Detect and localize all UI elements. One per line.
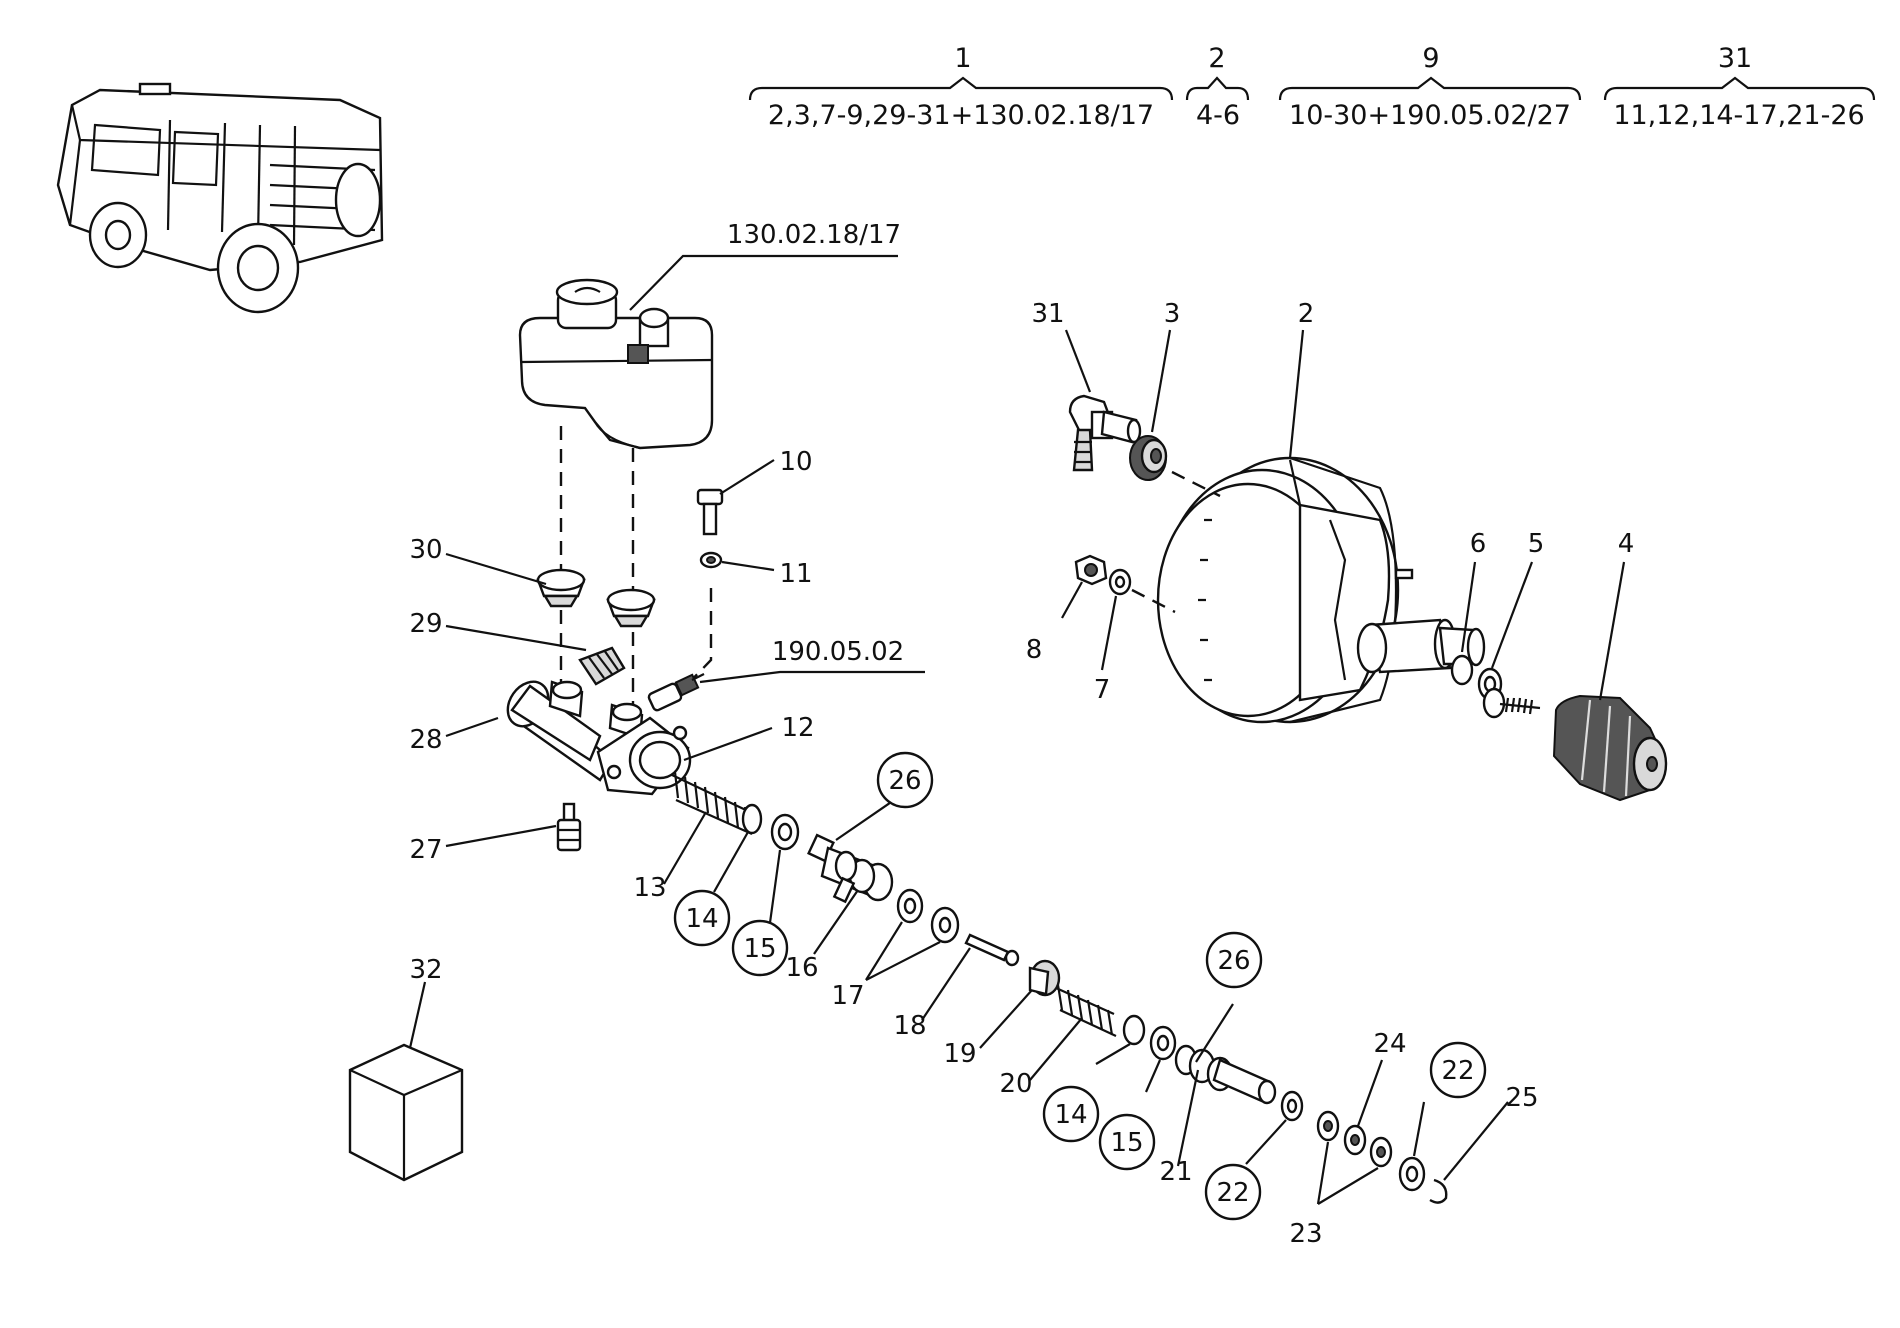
callout-19: 19	[943, 1039, 976, 1069]
circled-callout-22b: 22	[1441, 1056, 1474, 1086]
header-group-1: 1 2,3,7-9,29-31+130.02.18/17	[748, 43, 1174, 131]
brake-fluid-reservoir	[518, 278, 714, 450]
callout-20: 20	[999, 1069, 1032, 1099]
nut-8	[1074, 554, 1108, 586]
callout-25: 25	[1505, 1083, 1538, 1113]
bolt-10	[696, 488, 724, 569]
circled-callout-14a: 14	[685, 904, 718, 934]
callout-10: 10	[779, 447, 812, 477]
booster-dash-bottom	[1131, 588, 1176, 614]
reservoir-ref-leader	[629, 254, 898, 311]
circled-callout-26b: 26	[1217, 946, 1250, 976]
bolt-dash	[679, 588, 713, 693]
circlip-25	[1429, 1178, 1448, 1204]
callout-4: 4	[1618, 529, 1635, 559]
piston-21	[1174, 1044, 1277, 1105]
circled-callout-14b: 14	[1054, 1100, 1087, 1130]
callout-2: 2	[1298, 299, 1315, 329]
header-group-1-number: 1	[954, 43, 971, 74]
callout-29: 29	[409, 609, 442, 639]
header-group-2-range: 4-6	[1196, 100, 1240, 131]
callout-7: 7	[1094, 675, 1111, 705]
callout-12: 12	[781, 713, 814, 743]
callout-3: 3	[1164, 299, 1181, 329]
circled-callout-22a: 22	[1216, 1178, 1249, 1208]
header-group-2: 2 4-6	[1185, 43, 1250, 131]
header-group-4-number: 31	[1718, 43, 1752, 74]
switch-ref-label: 190.05.02	[772, 637, 904, 667]
switch-ref-leader	[699, 670, 925, 684]
booster-dash-top	[1171, 470, 1221, 498]
vehicle-thumbnail	[56, 82, 384, 314]
callout-17: 17	[831, 981, 864, 1011]
circled-callout-14b-ring	[1042, 1085, 1100, 1143]
seal-14b	[1122, 1014, 1146, 1046]
circled-callout-15a-ring	[731, 919, 789, 977]
repair-kit-32	[348, 1043, 464, 1182]
circled-callout-22b-ring	[1429, 1041, 1487, 1099]
boot-29	[578, 646, 626, 686]
callout-6: 6	[1470, 529, 1487, 559]
callout-numbers: 31 3 2 6 5 4 8 7 10 11 30 29 28 12 27 13…	[409, 299, 1634, 1249]
header-group-3-range: 10-30+190.05.02/27	[1289, 100, 1571, 131]
circled-callout-26a: 26	[888, 766, 921, 796]
circled-callout-15b: 15	[1110, 1128, 1143, 1158]
callout-21: 21	[1159, 1157, 1192, 1187]
bleed-screw-27	[556, 802, 582, 852]
callout-13: 13	[633, 873, 666, 903]
header-group-2-brace	[1185, 76, 1250, 101]
callout-8: 8	[1026, 635, 1043, 665]
callout-31: 31	[1031, 299, 1064, 329]
callout-30: 30	[409, 535, 442, 565]
callout-16: 16	[785, 953, 818, 983]
brake-booster	[1156, 456, 1486, 724]
grommets-30	[536, 568, 656, 628]
spring-13	[671, 771, 753, 836]
header-group-1-brace	[748, 76, 1174, 101]
dust-boot-4	[1552, 694, 1668, 802]
callout-5: 5	[1528, 529, 1545, 559]
header-group-4: 31 11,12,14-17,21-26	[1603, 43, 1876, 131]
reservoir-ref-label: 130.02.18/17	[727, 220, 901, 250]
callout-24: 24	[1373, 1029, 1406, 1059]
callout-23: 23	[1289, 1219, 1322, 1249]
circled-callout-14a-ring	[673, 889, 731, 947]
piston-16	[807, 833, 894, 904]
seal-14a	[741, 803, 763, 835]
leader-lines	[408, 329, 1626, 1205]
circled-callouts: 26 14 15 26 14 15 22 22	[673, 751, 1487, 1221]
callout-11: 11	[779, 559, 812, 589]
seal-6	[1450, 654, 1474, 686]
header-group-2-number: 2	[1208, 43, 1225, 74]
callout-27: 27	[409, 835, 442, 865]
header-group-3-brace	[1278, 76, 1582, 101]
circled-callout-15b-ring	[1098, 1113, 1156, 1171]
vacuum-elbow-31	[1068, 394, 1142, 472]
callout-18: 18	[893, 1011, 926, 1041]
header-group-3: 9 10-30+190.05.02/27	[1278, 43, 1582, 131]
stop-screw-18	[964, 933, 1020, 967]
callout-28: 28	[409, 725, 442, 755]
circled-callout-15a: 15	[743, 934, 776, 964]
pressure-switch	[647, 673, 705, 712]
header-group-1-range: 2,3,7-9,29-31+130.02.18/17	[768, 100, 1154, 131]
header-group-4-range: 11,12,14-17,21-26	[1613, 100, 1864, 131]
circled-callout-22a-ring	[1204, 1163, 1262, 1221]
circled-callout-26b-ring	[1205, 931, 1263, 989]
sleeve-19	[1028, 959, 1061, 997]
header-group-4-brace	[1603, 76, 1876, 101]
grommet-3	[1129, 435, 1168, 481]
master-cylinder-body	[506, 680, 692, 796]
header-group-3-number: 9	[1422, 43, 1439, 74]
circled-callout-26a-ring	[876, 751, 934, 809]
spring-20	[1055, 984, 1117, 1037]
callout-32: 32	[409, 955, 442, 985]
